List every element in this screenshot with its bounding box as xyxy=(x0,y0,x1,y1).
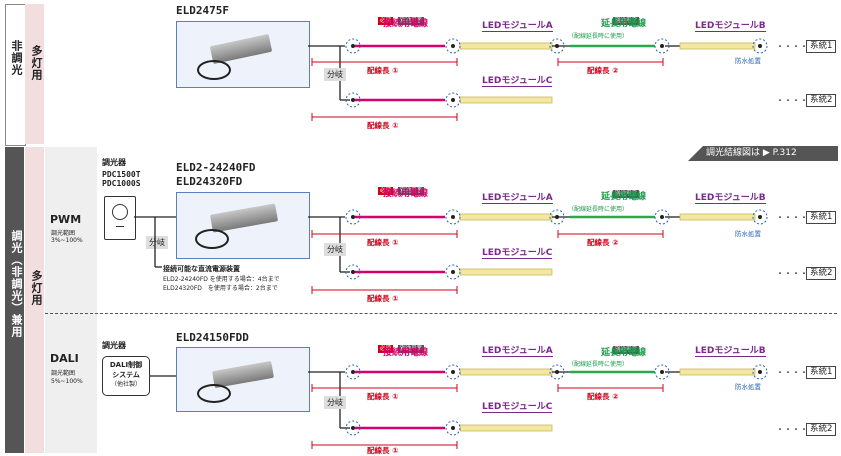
psu-model-2: ELD24320FD xyxy=(176,175,243,188)
system-1-box: 系統1 xyxy=(806,40,837,53)
ext-badge: 別途用意 xyxy=(613,17,640,25)
psu-note-title: 接続可能な直流電源装置 xyxy=(163,265,240,273)
dali-psu-model: ELD24150FDD xyxy=(176,331,249,344)
pwm-range-label: 調光範囲 xyxy=(51,230,76,237)
wiring-diagram-1 xyxy=(308,38,768,121)
branch-label-2: 分岐 xyxy=(324,243,346,256)
must-badge: 必須 別途用意 xyxy=(378,17,425,25)
dali-control-box: DALI制御 システム （他社製） xyxy=(102,356,150,396)
connection-cable-label-2: 接続用電線 xyxy=(383,189,429,199)
waterproof-label-3: 防水処置 xyxy=(735,383,761,391)
power-supply-image-2 xyxy=(176,192,310,259)
dots-2: ・・・・ xyxy=(776,96,808,105)
extension-note: （配線延長時に使用） xyxy=(568,33,629,40)
dots-3: ・・・・ xyxy=(776,213,808,222)
dali-dimmer-title: 調光器 xyxy=(102,341,126,350)
psu-note-2: ELD24320FD を使用する場合：2台まで xyxy=(163,285,278,292)
waterproof-label-2: 防水処置 xyxy=(735,230,761,238)
led-module-b-label-2: LEDモジュールB xyxy=(695,190,766,204)
wire-length-7: 配線長 ① xyxy=(367,392,399,401)
dots-6: ・・・・ xyxy=(776,425,808,434)
ext-badge-2: 別途用意 xyxy=(613,190,640,198)
led-module-a-label-3: LEDモジュールA xyxy=(482,343,553,357)
dots-4: ・・・・ xyxy=(776,269,808,278)
extension-note-2: （配線延長時に使用） xyxy=(568,206,629,213)
led-module-c-label: LEDモジュールC xyxy=(482,73,553,87)
system-2-box-3: 系統2 xyxy=(806,423,837,436)
system-2-box-2: 系統2 xyxy=(806,267,837,280)
system-2-box: 系統2 xyxy=(806,94,837,107)
extension-note-3: （配線延長時に使用） xyxy=(568,361,629,368)
connection-cable-label: 接続用電線 xyxy=(383,19,429,29)
dali-box-line-1: DALI制御 xyxy=(109,361,143,369)
branch-label: 分岐 xyxy=(324,68,346,81)
extension-cable-label-3: 延長用電線 xyxy=(601,348,647,358)
branch-label-psu: 分岐 xyxy=(146,236,168,249)
psu-model-1: ELD2-24240FD xyxy=(176,161,256,174)
system-1-box-3: 系統1 xyxy=(806,366,837,379)
left-tab-1-label: 非調光 xyxy=(10,40,23,76)
dimmer-device-icon xyxy=(104,196,136,240)
wire-length-8: 配線長 ② xyxy=(587,392,619,401)
model-name: ELD2475F xyxy=(176,4,229,17)
wire-length-1: 配線長 ① xyxy=(367,66,399,75)
pwm-column xyxy=(45,147,97,453)
extension-cable-label: 延長用電線 xyxy=(601,19,647,29)
left-tab-3-label: 調光（非調光）兼用 xyxy=(10,230,23,338)
branch-label-3: 分岐 xyxy=(324,396,346,409)
led-module-b-label-3: LEDモジュールB xyxy=(695,343,766,357)
led-module-c-label-2: LEDモジュールC xyxy=(482,245,553,259)
led-module-c-label-3: LEDモジュールC xyxy=(482,399,553,413)
dots-5: ・・・・ xyxy=(776,368,808,377)
psu-note-1: ELD2-24240FD を使用する場合：4台まで xyxy=(163,276,280,283)
pwm-range: 3%~100% xyxy=(51,237,83,244)
dali-box-line-3: （他社製） xyxy=(110,381,141,388)
wire-length-9: 配線長 ① xyxy=(367,446,399,455)
left-tab-3 xyxy=(5,147,24,453)
left-tab-4-label: 多灯用 xyxy=(30,270,43,306)
wire-length-5: 配線長 ② xyxy=(587,238,619,247)
wire-length-2: 配線長 ② xyxy=(587,66,619,75)
power-supply-image-3 xyxy=(176,347,310,412)
wiring-diagram-2 xyxy=(134,209,768,294)
must-badge-3: 必須 別途用意 xyxy=(378,345,425,353)
ext-badge-3: 別途用意 xyxy=(613,346,640,354)
dimmer-model-2: PDC1000S xyxy=(102,179,141,188)
wire-length-4: 配線長 ① xyxy=(367,238,399,247)
power-supply-image xyxy=(176,21,310,88)
wire-length-6: 配線長 ① xyxy=(367,294,399,303)
left-tab-2-label: 多灯用 xyxy=(30,45,43,81)
left-tab-2 xyxy=(25,4,44,144)
dimming-wiring-reference-banner[interactable]: 調光結線図は ▶ P.312 xyxy=(688,146,838,161)
led-module-a-label-2: LEDモジュールA xyxy=(482,190,553,204)
wire-length-3: 配線長 ① xyxy=(367,121,399,130)
dali-range-label: 調光範囲 xyxy=(51,370,76,377)
system-1-box-2: 系統1 xyxy=(806,211,837,224)
dali-label: DALI xyxy=(50,352,79,365)
dimmer-model-1: PDC1500T xyxy=(102,170,141,179)
led-module-a-label: LEDモジュールA xyxy=(482,18,553,32)
dimmer-title: 調光器 xyxy=(102,158,126,167)
pwm-dali-divider xyxy=(45,313,837,314)
wiring-diagram-3 xyxy=(150,364,768,449)
must-badge-2: 必須 別途用意 xyxy=(378,187,425,195)
pwm-label: PWM xyxy=(50,213,82,226)
dali-range: 5%~100% xyxy=(51,378,83,385)
dots-1: ・・・・ xyxy=(776,42,808,51)
dali-box-line-2: システム xyxy=(112,371,140,379)
left-tab-4 xyxy=(25,147,44,453)
waterproof-label: 防水処置 xyxy=(735,57,761,65)
led-module-b-label: LEDモジュールB xyxy=(695,18,766,32)
connection-cable-label-3: 接続用電線 xyxy=(383,348,429,358)
extension-cable-label-2: 延長用電線 xyxy=(601,192,647,202)
